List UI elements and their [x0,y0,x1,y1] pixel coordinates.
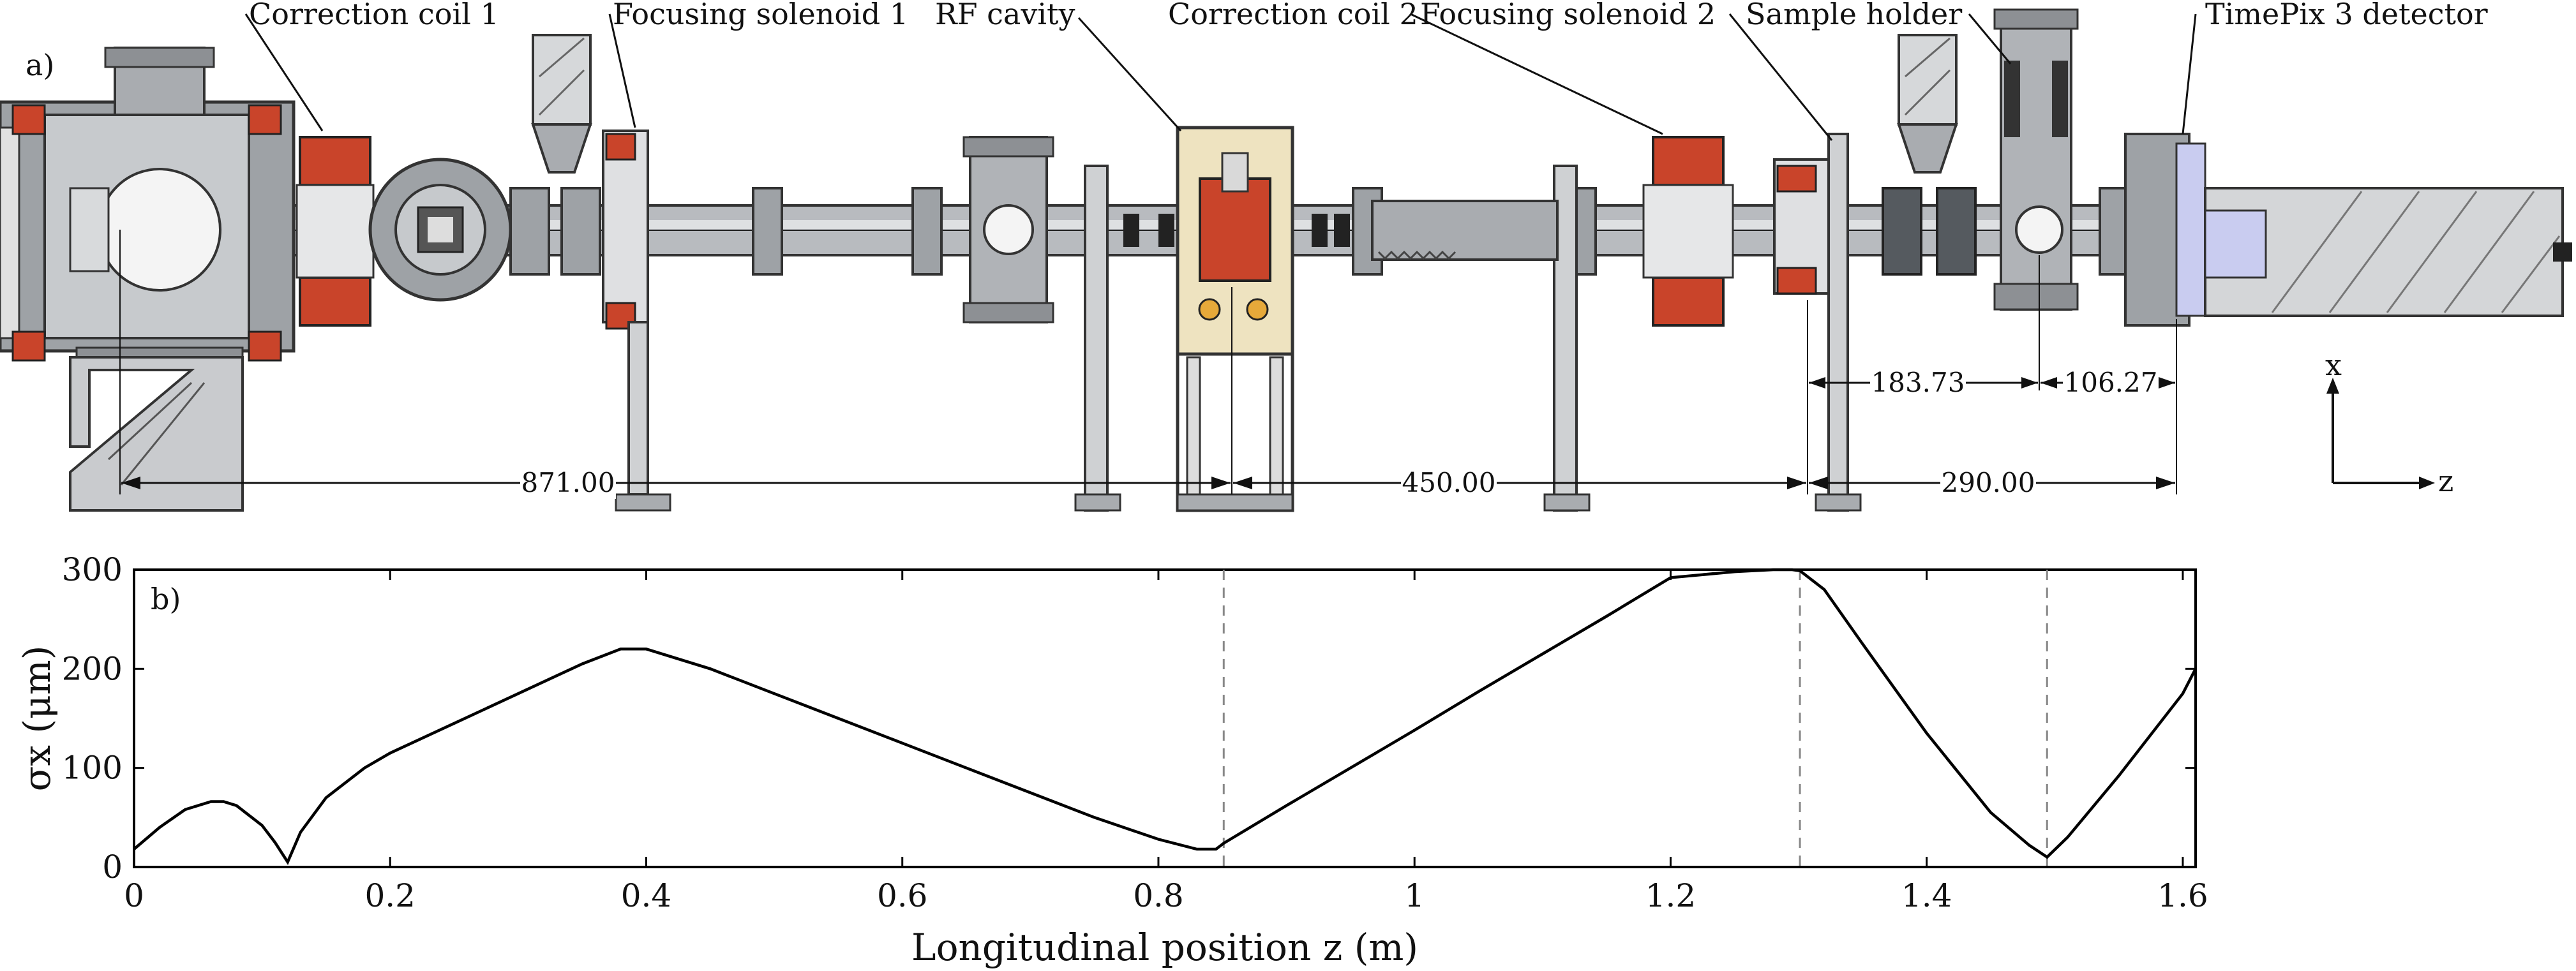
x-tick-label-8: 1.6 [2157,877,2208,914]
y-tick-label-1: 100 [62,750,123,787]
x-tick-label-5: 1 [1404,877,1425,914]
sigma-x-curve [133,568,2197,865]
x-tick-label-4: 0.8 [1133,877,1184,914]
label-correction-coil-2: Correction coil 2 [1168,0,1418,31]
timepix-detector [2124,133,2572,327]
x-tick-label-1: 0.2 [364,877,416,914]
focusing-solenoid-1 [531,34,671,512]
axis-z-label: z [2438,464,2453,498]
y-tick-label-0: 0 [102,849,123,886]
label-sample-holder: Sample holder [1746,0,1962,31]
label-focusing-solenoid-1: Focusing solenoid 1 [613,0,908,31]
gun-chamber [0,47,296,365]
x-tick-label-2: 0.4 [621,877,672,914]
y-tick-label-3: 300 [62,551,123,588]
sample-holder [1897,8,2079,311]
y-axis-title: σx (μm) [15,646,59,792]
x-tick-label-3: 0.6 [877,877,928,914]
dim-290: 290.00 [1942,467,2035,498]
x-tick-label-7: 1.4 [1901,877,1952,914]
x-tick-label-6: 1.2 [1645,877,1696,914]
dimension-lines: 871.00 450.00 290.00 183.73 106.27 [119,230,2177,499]
plot-frame [133,568,2197,868]
beamline-schematic: a) [0,0,2572,512]
panel-b-label: b) [151,582,181,616]
rf-side-rings [1123,214,1350,247]
pipe-flanges [509,187,2130,276]
sigma-x-plot: b) 0 0.2 0.4 0.6 0.8 1 1.2 1.4 1.6 0 100 200 300 Lo… [15,551,2208,969]
annotation-labels: Correction coil 1 Focusing solenoid 1 RF… [244,0,2488,141]
rf-cavity [1176,126,1294,512]
focusing-solenoid-2 [1773,133,1862,512]
dim-183-73: 183.73 [1871,367,1965,398]
correction-coil-2 [1642,136,1734,327]
panel-a-label: a) [26,48,54,82]
dim-450: 450.00 [1402,467,1496,498]
dim-871: 871.00 [521,467,615,498]
bellows [1371,200,1559,261]
label-focusing-solenoid-2: Focusing solenoid 2 [1420,0,1716,31]
vertical-cross-1 [962,136,1054,323]
x-axis-title: Longitudinal position z (m) [911,926,1418,969]
label-timepix-detector: TimePix 3 detector [2205,0,2488,31]
gun-stand [69,356,244,512]
label-correction-coil-1: Correction coil 1 [249,0,499,31]
coordinate-axes: x z [2325,348,2453,498]
label-rf-cavity: RF cavity [935,0,1075,31]
correction-coil-1 [296,136,375,327]
dim-106-27: 106.27 [2064,367,2158,398]
x-tick-label-0: 0 [124,877,144,914]
y-tick-label-2: 200 [62,650,123,687]
flange-cross [368,158,513,302]
axis-x-label: x [2325,348,2342,382]
